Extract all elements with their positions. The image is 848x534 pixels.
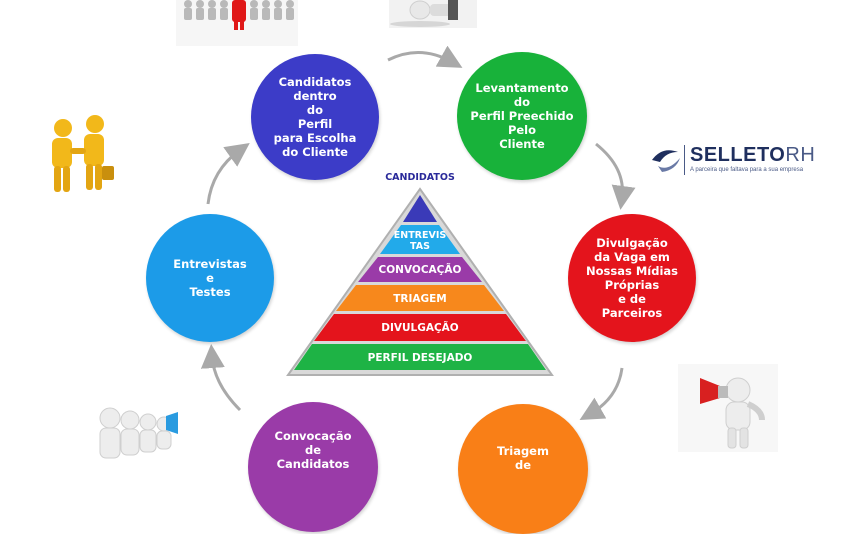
step-screening-circle: Triagem de: [458, 404, 588, 534]
crowd-leader-picture: [176, 0, 298, 46]
step-interviews-circle: Entrevistas e Testes: [146, 214, 274, 342]
arrow-blue-to-green: [387, 45, 463, 68]
queue-figures-picture: [99, 407, 178, 459]
pyramid-label-entrevistas-1: ENTREVIS: [394, 230, 447, 241]
logo-divider: [684, 145, 685, 175]
logo-name-bold: SELLETO: [690, 144, 786, 166]
step-profile-survey-circle: Levantamento do Perfil Preechido Pelo Cl…: [457, 52, 587, 180]
pyramid-title: CANDIDATOS: [385, 172, 455, 183]
pyramid-level-perfil: [294, 344, 546, 370]
selletorh-logo-mark-icon: [652, 150, 680, 172]
pyramid-label-triagem: TRIAGEM: [393, 293, 447, 305]
pyramid: ENTREVIS TAS CONVOCAÇÃO TRIAGEM DIVULGAÇ…: [286, 187, 554, 376]
logo-tagline: A parceira que faltava para a sua empres…: [690, 167, 804, 173]
pyramid-apex: [403, 195, 437, 222]
pyramid-level-entrevistas: [380, 225, 460, 254]
pyramid-label-convocacao: CONVOCAÇÃO: [379, 263, 462, 276]
pyramid-label-perfil: PERFIL DESEJADO: [368, 352, 473, 364]
logo-name-thin: RH: [785, 144, 816, 166]
pyramid-label-entrevistas-2: TAS: [410, 241, 430, 252]
pyramid-label-divulgacao: DIVULGAÇÃO: [381, 321, 459, 334]
handshake-figures-picture: [52, 115, 114, 192]
arrow-purple-to-cyan: [200, 344, 242, 412]
step-candidate-call-circle: Convocação de Candidatos: [248, 402, 378, 532]
cycle-arrows-layer: ENTREVIS TAS CONVOCAÇÃO TRIAGEM DIVULGAÇ…: [52, 0, 778, 459]
megaphone-figure-picture: [678, 364, 778, 452]
step-candidates-profile-circle: Candidatos dentro do Perfil para Escolha…: [251, 54, 379, 180]
thinking-figure-picture: [389, 0, 477, 28]
arrow-red-to-orange: [579, 367, 624, 420]
arrow-green-to-red: [595, 142, 636, 210]
pyramid-level-convocacao: [358, 257, 482, 282]
logo-wordmark: SELLETORH: [690, 144, 815, 167]
arrow-cyan-to-blue: [206, 143, 250, 205]
step-job-posting-circle: Divulgação da Vaga em Nossas Mídias Próp…: [568, 214, 696, 342]
recruitment-cycle-diagram: ENTREVIS TAS CONVOCAÇÃO TRIAGEM DIVULGAÇ…: [52, 0, 818, 534]
pyramid-level-triagem: [336, 285, 504, 311]
selletorh-logo: SELLETORH A parceira que faltava para a …: [648, 142, 818, 182]
pyramid-level-divulgacao: [314, 314, 526, 341]
